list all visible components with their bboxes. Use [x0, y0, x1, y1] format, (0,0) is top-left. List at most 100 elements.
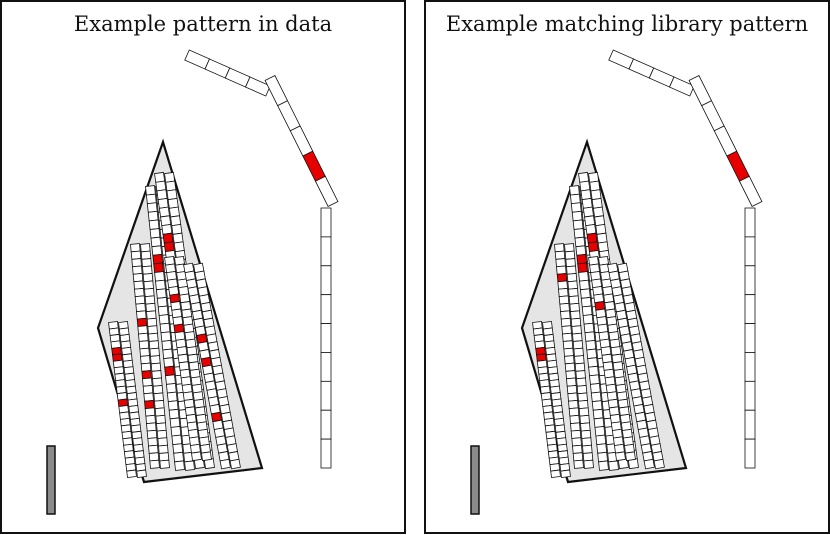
detector-cell [156, 429, 168, 439]
detector-cell [165, 374, 176, 385]
panel-title: Example matching library pattern [446, 12, 808, 36]
cell-column [617, 262, 665, 470]
detector-cell [648, 67, 675, 88]
detector-cell [565, 258, 576, 268]
cell-column [164, 255, 202, 462]
detector-cell [562, 340, 574, 350]
detector-cell [201, 451, 212, 462]
detector-cell [320, 207, 332, 238]
hit-cell [153, 262, 165, 273]
detector-cell [570, 310, 581, 320]
detector-cell [744, 207, 756, 238]
detector-cell [572, 332, 583, 342]
detector-cell [575, 245, 587, 256]
detector-cell [191, 451, 202, 462]
detector-cell [574, 362, 586, 372]
detector-cell [134, 295, 146, 305]
hit-cell [152, 253, 164, 265]
vertical-strip [320, 207, 332, 469]
tilted-strip-lower [264, 75, 339, 207]
detector-cell [155, 180, 167, 192]
detector-cell [137, 325, 148, 335]
detector-cell [314, 175, 339, 207]
detector-cell [577, 392, 588, 402]
detector-cell [571, 325, 582, 335]
detector-cell [152, 377, 163, 387]
detector-cell [560, 310, 571, 320]
detector-cell [572, 452, 584, 462]
detector-cell [596, 443, 608, 454]
detector-cell [163, 357, 175, 368]
detector-cell [149, 459, 160, 469]
detector-cell [158, 206, 170, 218]
detector-cell [581, 305, 593, 316]
detector-cell [744, 352, 756, 382]
detector-cell [219, 458, 231, 470]
detector-cell [562, 332, 573, 342]
cell-column [542, 321, 571, 478]
detector-cell [320, 380, 332, 411]
detector-cell [571, 437, 582, 447]
detector-cell [162, 348, 174, 360]
detector-cell [158, 314, 170, 325]
detector-cell [171, 434, 183, 446]
detector-cell [586, 348, 598, 360]
detector-cell [320, 265, 332, 296]
detector-cell [168, 408, 180, 420]
hit-cell [587, 241, 599, 253]
detector-cell [578, 171, 590, 183]
panel-frame [0, 0, 406, 534]
detector-cell [597, 241, 609, 253]
detector-cell [130, 243, 141, 253]
detector-cell [156, 422, 167, 432]
detector-cell [591, 400, 603, 411]
detector-cell [147, 210, 159, 222]
detector-cell [154, 399, 165, 410]
detector-cell [229, 458, 241, 470]
detector-cell [169, 417, 181, 428]
tilted-strip-lower [688, 75, 763, 207]
detector-cell [289, 125, 314, 157]
detector-cell [582, 206, 594, 218]
detector-cell [320, 294, 332, 324]
detector-cell [595, 223, 607, 235]
hit-cell [586, 232, 598, 244]
detector-cell [569, 185, 580, 196]
detector-cell [564, 355, 575, 365]
detector-cell [594, 215, 606, 227]
scale-bar [470, 445, 480, 515]
detector-cell [138, 332, 149, 342]
detector-cell [145, 302, 156, 313]
detector-cell [555, 258, 566, 268]
detector-cell [584, 331, 596, 342]
detector-cell [161, 223, 173, 235]
detector-cell [579, 414, 590, 425]
detector-cell [204, 58, 231, 79]
detector-cell [145, 414, 156, 425]
detector-cell [559, 302, 570, 313]
cell-column [588, 255, 626, 462]
panel-title: Example pattern in data [74, 12, 332, 36]
cell-column [569, 185, 609, 471]
detector-cell [558, 295, 570, 305]
scale-bar [46, 445, 56, 515]
detector-cell [148, 332, 159, 342]
detector-cell [320, 409, 332, 440]
detector-cell [158, 444, 169, 454]
detector-cell [159, 459, 170, 469]
detector-cell [570, 202, 582, 213]
detector-cell [151, 245, 163, 256]
detector-cell [564, 243, 575, 253]
detector-cell [140, 362, 152, 372]
detector-cell [154, 271, 165, 282]
detector-cell [164, 171, 176, 183]
detector-cell [574, 236, 586, 248]
detector-cell [570, 317, 582, 327]
detector-cell [569, 193, 581, 205]
detector-cell [592, 206, 604, 218]
panel-library-pattern: Example matching library pattern [424, 0, 830, 534]
cell-column [554, 243, 584, 469]
detector-cell [157, 305, 169, 316]
detector-cell [170, 426, 182, 437]
cell-column [130, 243, 160, 469]
